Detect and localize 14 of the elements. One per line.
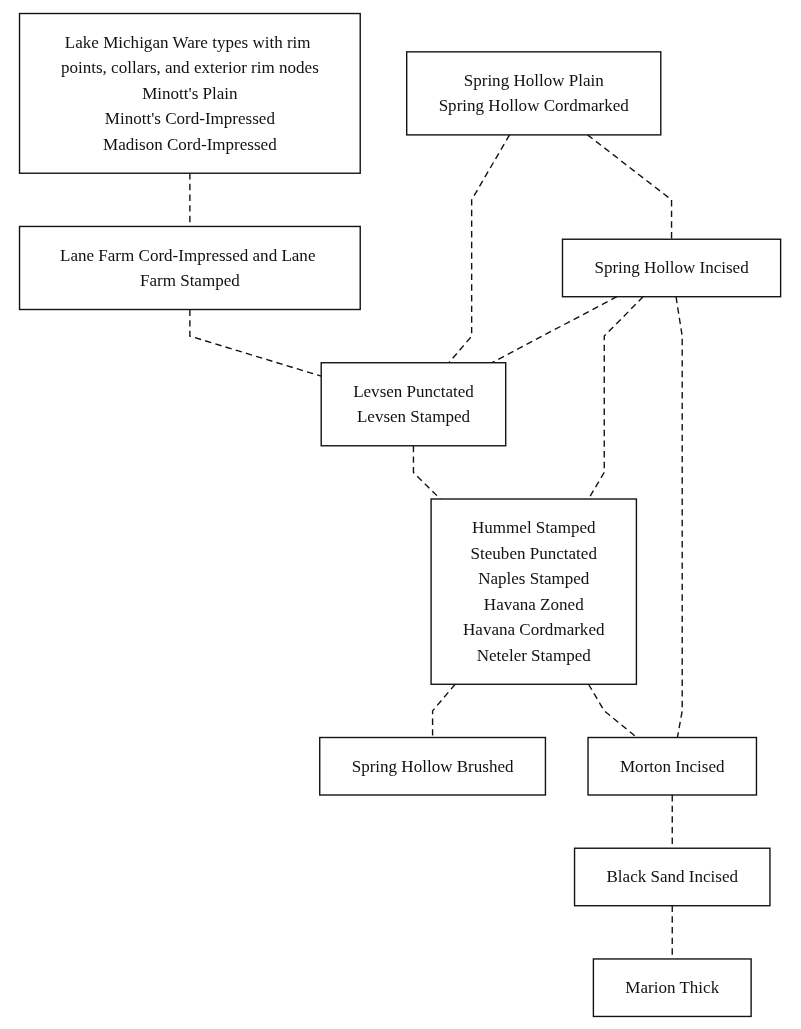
- connector: [491, 295, 619, 363]
- node-box: Black Sand Incised: [574, 847, 772, 906]
- node-box: Spring Hollow Plain Spring Hollow Cordmarked: [406, 50, 662, 136]
- node-box: Lane Farm Cord-Impressed and Lane Farm Stamped: [19, 225, 362, 310]
- node-box: Marion Thick: [593, 957, 753, 1017]
- connector: [432, 683, 457, 738]
- connector: [587, 133, 673, 240]
- node-box: Spring Hollow Incised: [562, 238, 782, 297]
- connector: [675, 295, 684, 738]
- node-box: Hummel Stamped Steuben Punctated Naples Stamped Havana Zoned Havana Cordmarked Neteler Stamped: [430, 497, 638, 685]
- node-box: Levsen Punctated Levsen Stamped: [320, 361, 507, 446]
- node-box: Spring Hollow Brushed: [319, 736, 547, 796]
- node-box: Lake Michigan Ware types with rim points, collars, and exterior rim nodes Minott's Plain Minott's Cord-Impressed Madison Cord-Impressed: [19, 12, 362, 174]
- node-box: Morton Incised: [587, 736, 758, 796]
